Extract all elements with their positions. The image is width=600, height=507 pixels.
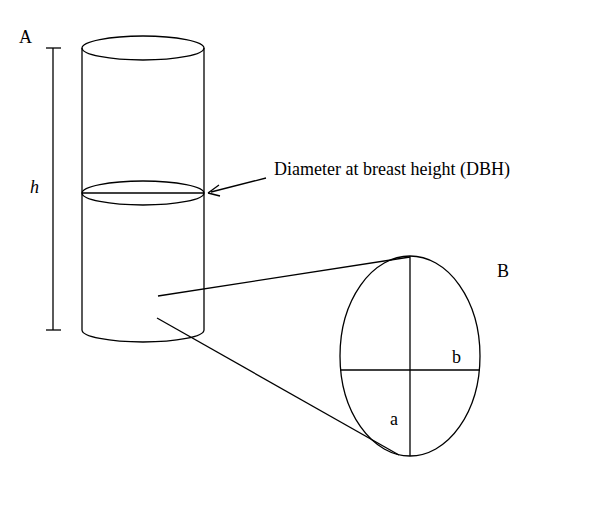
- bracket-tick: [46, 329, 61, 330]
- cylinder-top: [82, 36, 204, 60]
- cylinder-bottom: [82, 330, 204, 342]
- height-bracket: [52, 48, 53, 330]
- axis-label: a: [390, 410, 398, 430]
- leader-line: [158, 257, 410, 296]
- dbh-ellipse: [82, 181, 204, 205]
- bracket-tick: [46, 47, 61, 48]
- axis-a: [409, 256, 410, 456]
- figure-letter: B: [497, 262, 509, 282]
- axis-b: [340, 369, 480, 370]
- dimension-label: h: [30, 178, 39, 198]
- cylinder-side: [81, 48, 82, 330]
- dbh-line: [82, 192, 204, 193]
- figure-letter: A: [19, 28, 32, 48]
- arrow-head: [208, 185, 220, 196]
- cylinder-side: [203, 48, 204, 330]
- pointer-arrow: [211, 178, 266, 192]
- callout-label: Diameter at breast height (DBH): [274, 160, 510, 180]
- leader-line: [157, 318, 399, 455]
- axis-label: b: [452, 348, 461, 368]
- cross-section-ellipse: [340, 256, 480, 456]
